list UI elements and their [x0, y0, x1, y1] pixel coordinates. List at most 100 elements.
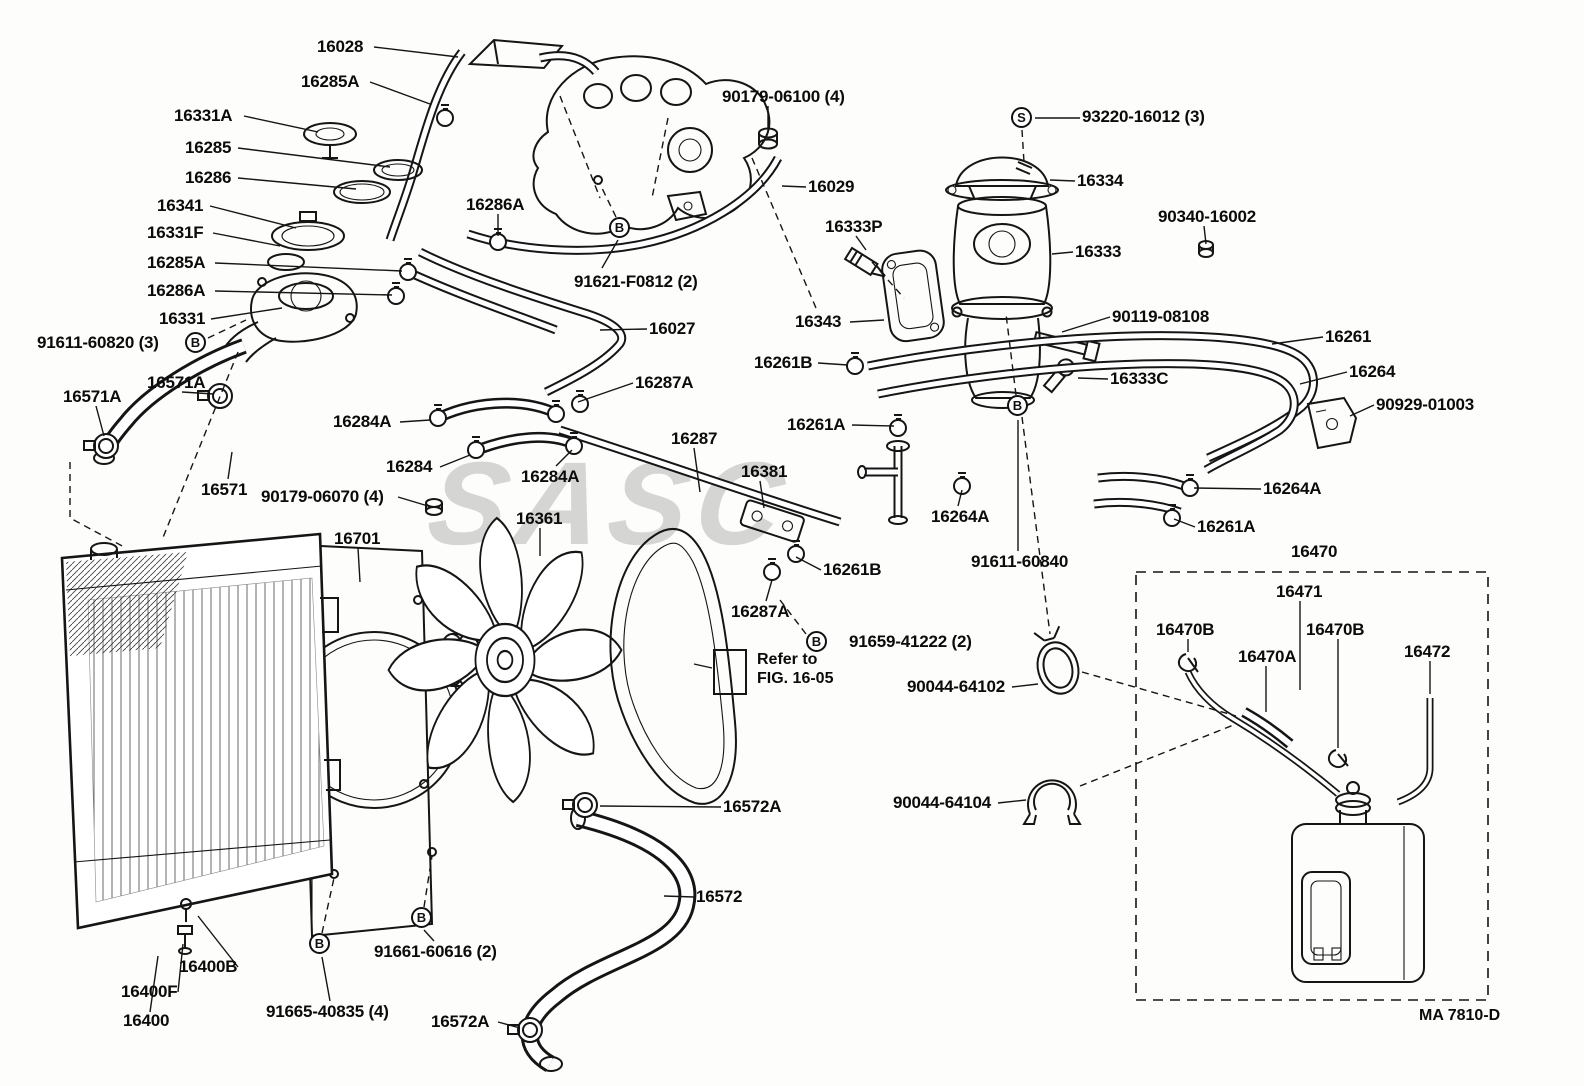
leader-line: [149, 955, 159, 1013]
leader-line: [1077, 377, 1109, 380]
connector-line: [601, 239, 619, 269]
part-number-label: 16472: [1404, 642, 1451, 661]
callout-b: B: [806, 631, 827, 652]
leader-line: [497, 1021, 521, 1029]
leader-line: [1349, 404, 1375, 417]
leader-line: [1299, 371, 1348, 385]
leader-line: [851, 424, 895, 427]
part-number-label: 91621-F0812 (2): [574, 272, 698, 291]
leader-line: [1051, 251, 1074, 255]
part-number-label: 16284A: [521, 467, 580, 486]
part-number-label: 16400F: [121, 982, 178, 1001]
lower-radiator-hose: [520, 806, 697, 1072]
leader-line: [1271, 336, 1324, 345]
leader-line: [1173, 518, 1196, 528]
part-number-label: 16572A: [723, 797, 782, 816]
leader-line: [1011, 683, 1039, 688]
part-number-label: 16470: [1291, 542, 1338, 561]
construction-line: [559, 95, 601, 199]
leader-line: [1193, 487, 1262, 490]
part-number-label: 91611-60820 (3): [37, 333, 159, 352]
leader-line: [95, 405, 105, 437]
heater-pipes: [857, 331, 1358, 525]
part-number-label: 16286: [185, 168, 232, 187]
part-number-label: 93220-16012 (3): [1082, 107, 1205, 126]
callout-b: B: [185, 332, 206, 353]
part-number-label: 16264A: [1263, 479, 1322, 498]
construction-line: [871, 261, 905, 299]
part-number-label: 16333: [1075, 242, 1122, 261]
part-number-label: 16331F: [147, 223, 204, 242]
leader-line: [817, 362, 849, 366]
leader-line: [997, 799, 1027, 804]
leader-line: [237, 177, 357, 190]
water-inlet-housing: [93, 272, 358, 465]
leader-line: [397, 496, 429, 507]
part-number-label: 16572A: [431, 1012, 490, 1031]
part-number-label: 90179-06100 (4): [722, 87, 845, 106]
part-number-label: 16470A: [1238, 647, 1297, 666]
part-number-label: 16027: [649, 319, 696, 338]
part-number-label: 16571: [201, 480, 248, 499]
part-number-label: 91611-60840: [971, 552, 1069, 571]
leader-line: [357, 547, 361, 583]
construction-line: [1021, 416, 1051, 635]
hose-clamp-90044-64102: [1033, 625, 1080, 695]
leader-line: [197, 915, 239, 968]
leader-line: [209, 205, 297, 229]
cooling-fan: [387, 516, 623, 804]
part-number-label: 16572: [696, 887, 743, 906]
part-number-label: 16287A: [731, 602, 790, 621]
part-number-label: 16571A: [147, 373, 206, 392]
leader-line: [177, 943, 184, 993]
part-number-label: 90929-01003: [1376, 395, 1475, 414]
part-number-label: 16400B: [179, 957, 238, 976]
leader-line: [1203, 225, 1207, 245]
leader-line: [693, 447, 701, 493]
part-number-label: 16400: [123, 1011, 170, 1030]
leader-lines-layer: [69, 46, 1431, 1029]
leader-line: [214, 262, 403, 272]
figure-reference-note: Refer to FIG. 16-05: [757, 650, 833, 688]
part-number-label: 16285: [185, 138, 232, 157]
drawing-code: MA 7810-D: [1419, 1007, 1501, 1024]
leader-line: [321, 956, 331, 1002]
part-number-label: 16470B: [1156, 620, 1215, 639]
leader-line: [599, 805, 722, 808]
callout-b: B: [1007, 395, 1028, 416]
leader-line: [214, 290, 393, 296]
leader-line: [212, 232, 281, 247]
part-number-label: 16571A: [63, 387, 122, 406]
part-number-label: 16285A: [147, 253, 206, 272]
leader-line: [1049, 179, 1076, 182]
construction-line: [1005, 313, 1017, 396]
part-number-label: 16264: [1349, 362, 1396, 381]
leader-line: [765, 579, 773, 602]
construction-line: [161, 351, 239, 541]
part-number-label: 90179-06070 (4): [261, 487, 384, 506]
thermostat-housing: [425, 127, 1214, 516]
leader-line: [439, 454, 471, 468]
part-number-label: 90044-64104: [893, 793, 992, 812]
construction-line: [423, 855, 433, 908]
part-number-label: 16264A: [931, 507, 990, 526]
note-line-1: Refer to: [757, 651, 818, 668]
part-number-label: 16343: [795, 312, 842, 331]
part-number-label: 16029: [808, 177, 855, 196]
part-number-label: 16701: [334, 529, 381, 548]
part-number-label: 16286A: [147, 281, 206, 300]
hose-clamp-90044-64104: [1022, 779, 1082, 825]
drive-belt: [609, 527, 737, 805]
leader-line: [399, 419, 431, 423]
leader-line: [599, 328, 648, 331]
part-number-label: 16333C: [1110, 369, 1169, 388]
thermostat-cap-stack: [267, 122, 423, 271]
part-number-label: 16261: [1325, 327, 1372, 346]
leader-line: [373, 46, 459, 58]
part-number-label: 16361: [516, 509, 563, 528]
construction-line: [321, 877, 335, 934]
part-number-label: 16381: [741, 462, 788, 481]
part-number-label: 16471: [1276, 582, 1323, 601]
part-number-label: 16334: [1077, 171, 1124, 190]
